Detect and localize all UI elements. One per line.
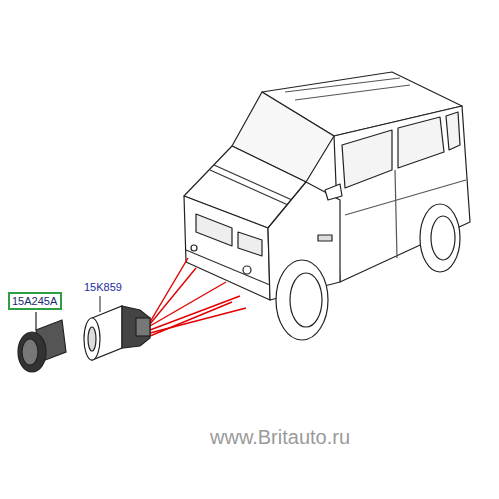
body-side — [334, 106, 470, 282]
sensor-bezel — [18, 312, 66, 372]
rear-wheel — [420, 204, 460, 272]
front-fascia — [184, 196, 270, 300]
part-number: 15K859 — [84, 281, 122, 293]
part-number: 15A245A — [12, 295, 58, 307]
leader-line — [100, 296, 101, 312]
sensor-location-lines — [150, 258, 246, 336]
parking-sensor — [84, 306, 150, 360]
part-number-box: 15A245A — [8, 292, 62, 310]
front-wheel — [276, 260, 328, 340]
watermark: www.Britauto.ru — [210, 426, 350, 449]
